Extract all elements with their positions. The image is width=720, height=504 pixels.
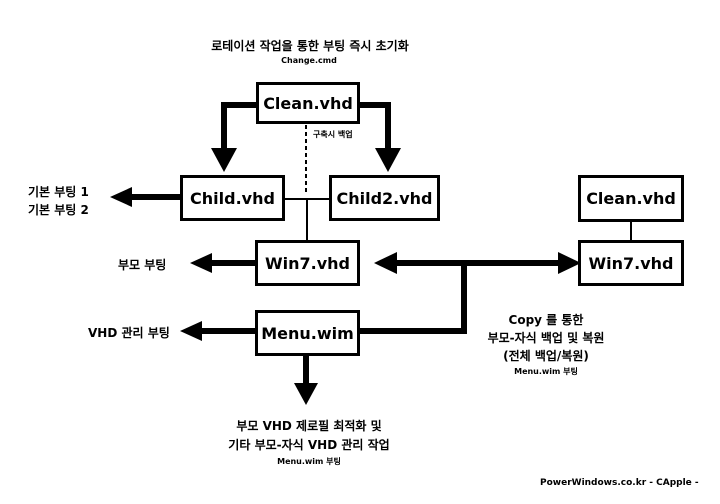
label-parent-boot: 부모 부팅 (118, 258, 167, 272)
node-child2-vhd: Child2.vhd (329, 175, 440, 221)
node-clean-vhd-right: Clean.vhd (578, 175, 684, 222)
label-basic-boot-1: 기본 부팅 1 (28, 185, 89, 199)
label-basic-boot-2: 기본 부팅 2 (28, 203, 89, 217)
label-bottom-line1: 부모 VHD 제로필 최적화 및 (236, 419, 382, 433)
diagram-title: 로테이션 작업을 통한 부팅 즉시 초기화 (211, 39, 409, 53)
footer-credit: PowerWindows.co.kr - CApple - (540, 478, 699, 488)
label-copy-sub: Menu.wim 부팅 (514, 367, 578, 376)
label-bottom-sub: Menu.wim 부팅 (277, 457, 341, 466)
node-win7-vhd: Win7.vhd (255, 240, 360, 286)
label-copy-line3: (전체 백업/복원) (503, 349, 589, 363)
node-child-vhd: Child.vhd (180, 175, 285, 221)
node-win7-vhd-right: Win7.vhd (578, 240, 684, 286)
label-bottom-line2: 기타 부모-자식 VHD 관리 작업 (228, 438, 390, 452)
diagram-subtitle: Change.cmd (281, 56, 337, 65)
label-copy-line1: Copy 를 통한 (508, 313, 584, 327)
node-clean-vhd: Clean.vhd (256, 82, 360, 124)
label-build-backup: 구축시 백업 (313, 130, 353, 139)
label-vhd-manage-boot: VHD 관리 부팅 (88, 326, 170, 340)
label-copy-line2: 부모-자식 백업 및 복원 (487, 331, 605, 345)
node-menu-wim: Menu.wim (255, 310, 360, 356)
